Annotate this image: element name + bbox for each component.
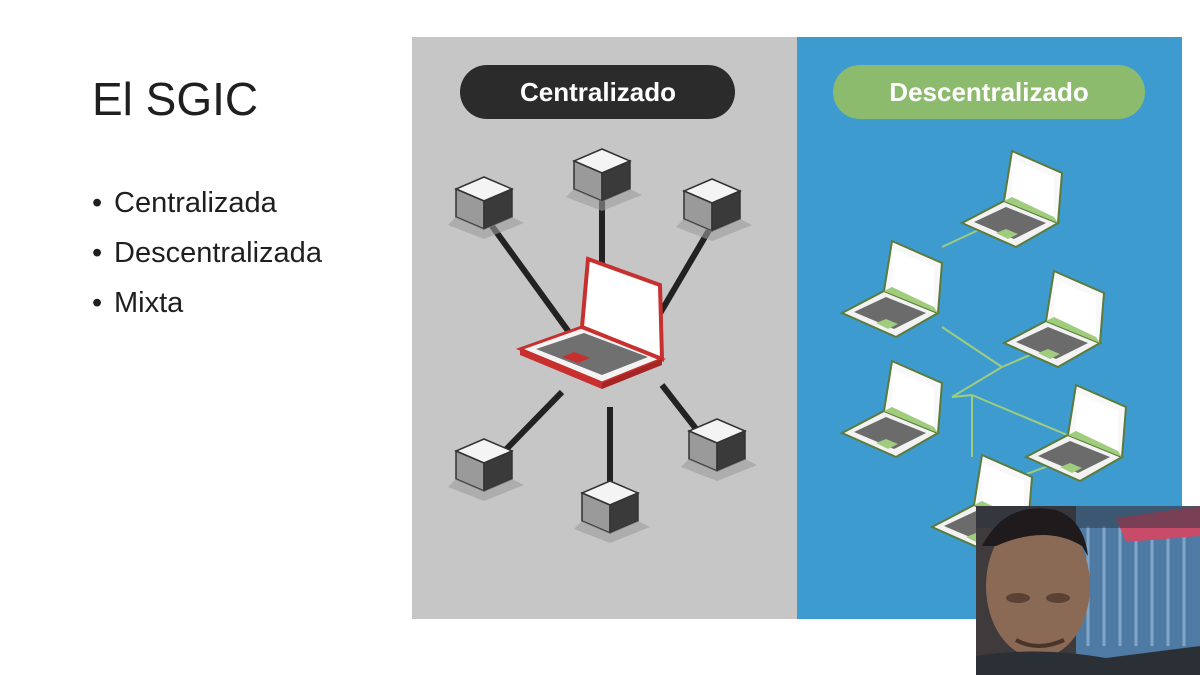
bullet-text: Descentralizada [114, 237, 322, 269]
central-laptop-icon [515, 256, 667, 389]
bullet-marker: • [92, 187, 103, 219]
centralized-label-pill [460, 65, 735, 119]
bullet-marker: • [92, 237, 103, 269]
slide-title: El SGIC [92, 73, 259, 125]
bullet-item-centralizada: • Centralizada [92, 180, 322, 230]
bullet-list: • Centralizada • Descentralizada • Mixta [92, 180, 322, 330]
bullet-item-descentralizada: • Descentralizada [92, 230, 322, 280]
decentralized-label: Descentralizado [889, 77, 1088, 107]
bullet-text: Mixta [114, 287, 184, 319]
bullet-text: Centralizada [114, 187, 277, 219]
centralized-label: Centralizado [520, 77, 676, 107]
decentralized-label-pill [833, 65, 1145, 119]
bullet-marker: • [92, 287, 103, 319]
bullet-item-mixta: • Mixta [92, 280, 322, 330]
webcam-overlay [976, 506, 1200, 675]
